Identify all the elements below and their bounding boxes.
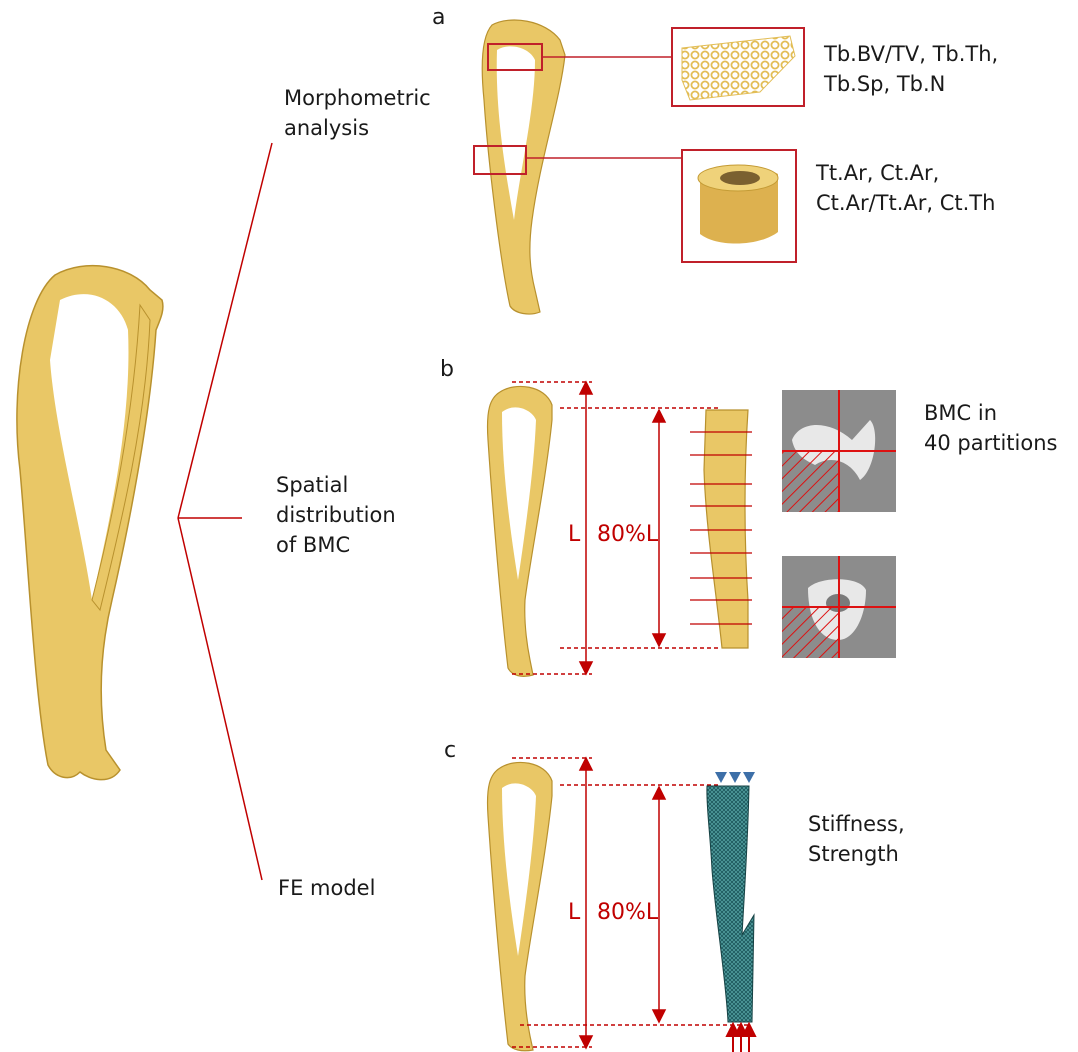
panel-label-b: b: [440, 357, 454, 382]
load-arrows: [727, 1024, 755, 1052]
bmc-partitions-text: BMC in 40 partitions: [924, 398, 1057, 458]
support-triangles: [715, 772, 755, 783]
panel-a-bone: [482, 20, 565, 314]
panel-b-80pct-label: 80%L: [597, 522, 659, 547]
panel-b-L-label: L: [568, 522, 581, 547]
fe-model-label: FE model: [278, 873, 375, 903]
panel-c-L-label: L: [568, 900, 581, 925]
panel-c-80pct-label: 80%L: [597, 900, 659, 925]
ct-slice-upper: [782, 390, 896, 512]
panel-b-bone: [488, 386, 553, 676]
trabecular-parameters: Tb.BV/TV, Tb.Th, Tb.Sp, Tb.N: [824, 39, 998, 99]
ct-slice-lower: [782, 556, 896, 658]
spatial-distribution-label: Spatial distribution of BMC: [276, 470, 396, 560]
branch-lines: [178, 143, 272, 880]
trabecular-inset: [672, 28, 804, 106]
panel-label-c: c: [444, 738, 456, 763]
partitioned-shaft: [690, 410, 752, 648]
panel-c-bone: [488, 762, 553, 1050]
cortical-parameters: Tt.Ar, Ct.Ar, Ct.Ar/Tt.Ar, Ct.Th: [816, 158, 995, 218]
large-bone-illustration: [17, 266, 163, 780]
cortical-inset: [682, 150, 796, 262]
stiffness-strength-text: Stiffness, Strength: [808, 809, 905, 869]
fe-mesh-model: [707, 786, 754, 1022]
panel-label-a: a: [432, 5, 445, 30]
morphometric-analysis-label: Morphometric analysis: [284, 83, 431, 143]
